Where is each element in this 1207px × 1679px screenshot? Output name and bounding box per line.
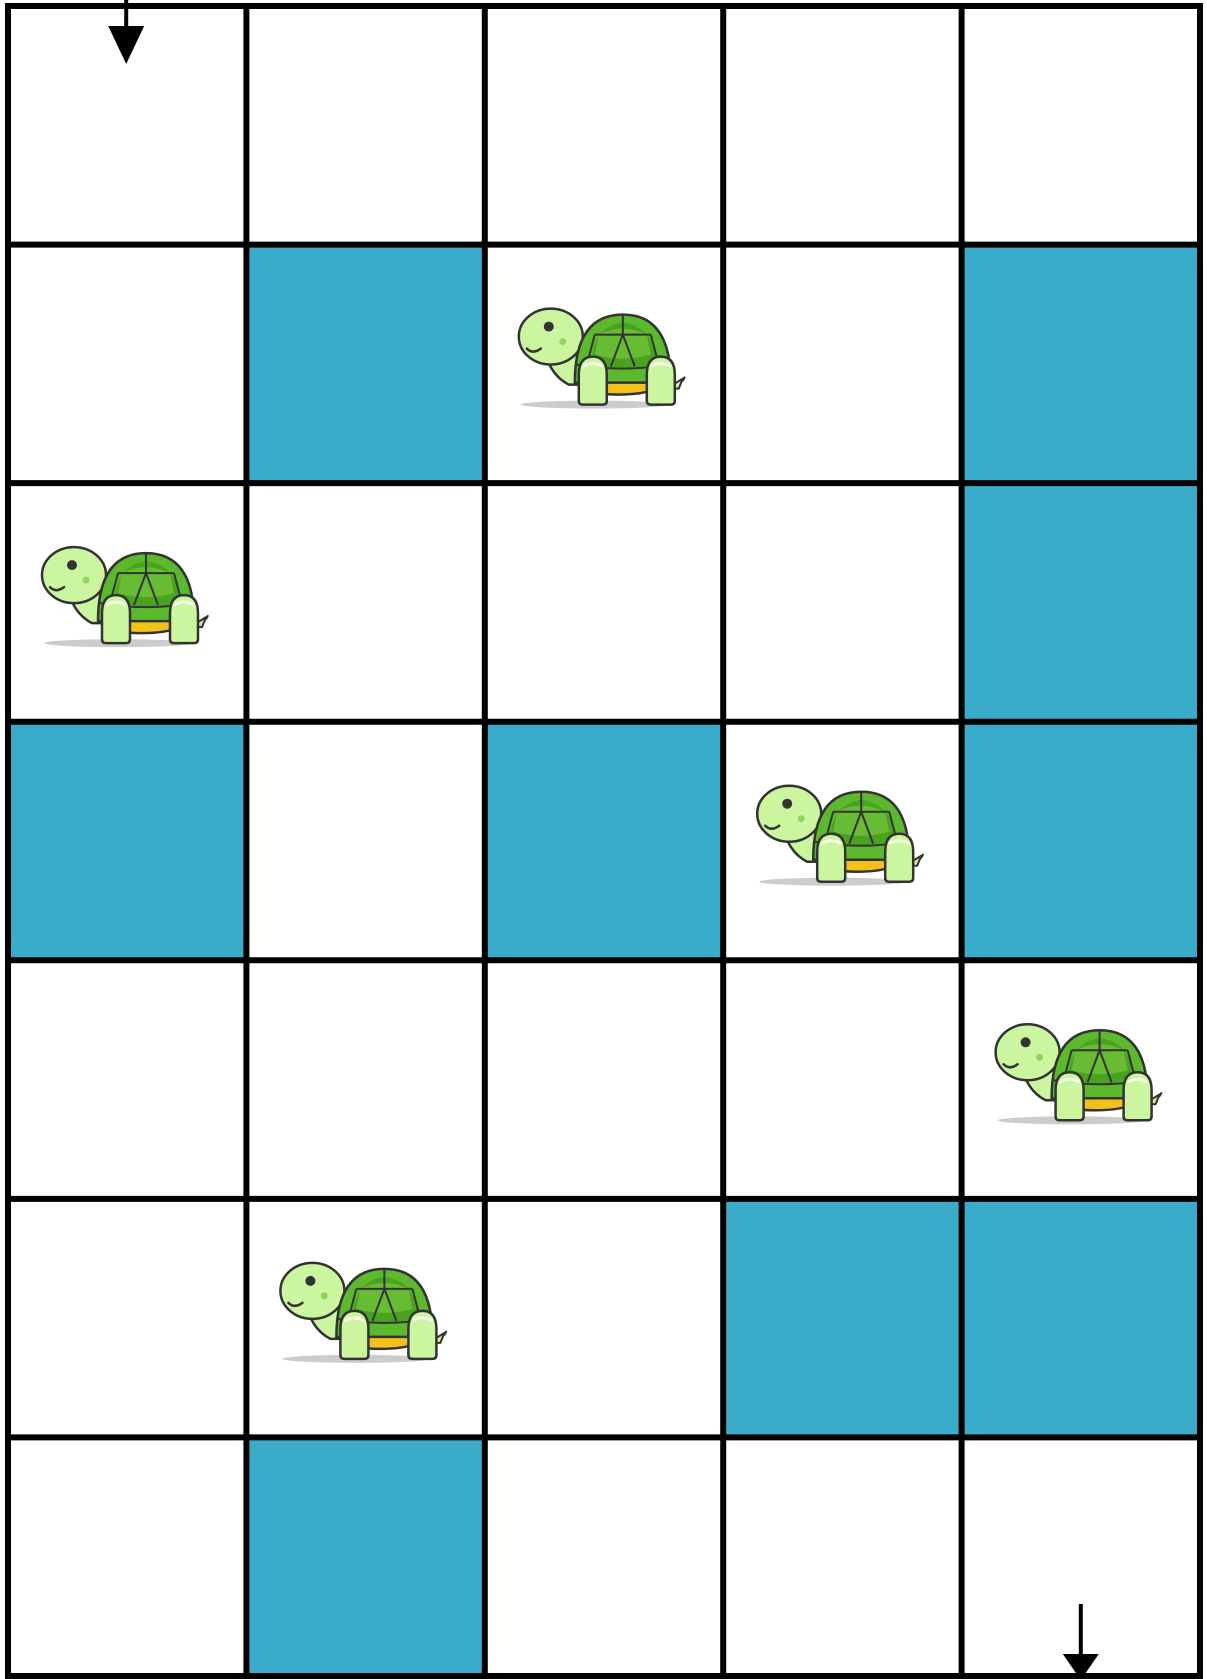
land-cell[interactable]	[723, 245, 961, 484]
land-cell[interactable]	[8, 245, 246, 484]
land-cell[interactable]	[8, 960, 246, 1199]
land-cell[interactable]	[723, 483, 961, 722]
water-cell[interactable]	[962, 722, 1200, 961]
water-cell[interactable]	[723, 1199, 961, 1438]
land-cell[interactable]	[8, 1199, 246, 1438]
land-cell[interactable]	[485, 960, 723, 1199]
water-cell[interactable]	[962, 1199, 1200, 1438]
land-cell[interactable]	[485, 1199, 723, 1438]
water-cell[interactable]	[8, 722, 246, 961]
land-cell[interactable]	[246, 722, 484, 961]
land-cell[interactable]	[8, 1437, 246, 1676]
water-cell[interactable]	[246, 245, 484, 484]
land-cell[interactable]	[246, 960, 484, 1199]
land-cell[interactable]	[485, 6, 723, 245]
land-cell[interactable]	[485, 483, 723, 722]
land-cell[interactable]	[723, 6, 961, 245]
land-cell[interactable]	[723, 960, 961, 1199]
land-cell[interactable]	[962, 6, 1200, 245]
water-cell[interactable]	[246, 1437, 484, 1676]
land-cell[interactable]	[485, 1437, 723, 1676]
water-cell[interactable]	[962, 483, 1200, 722]
water-cell[interactable]	[485, 722, 723, 961]
land-cell[interactable]	[246, 6, 484, 245]
water-cell[interactable]	[962, 245, 1200, 484]
land-cell[interactable]	[246, 483, 484, 722]
land-cell[interactable]	[723, 1437, 961, 1676]
